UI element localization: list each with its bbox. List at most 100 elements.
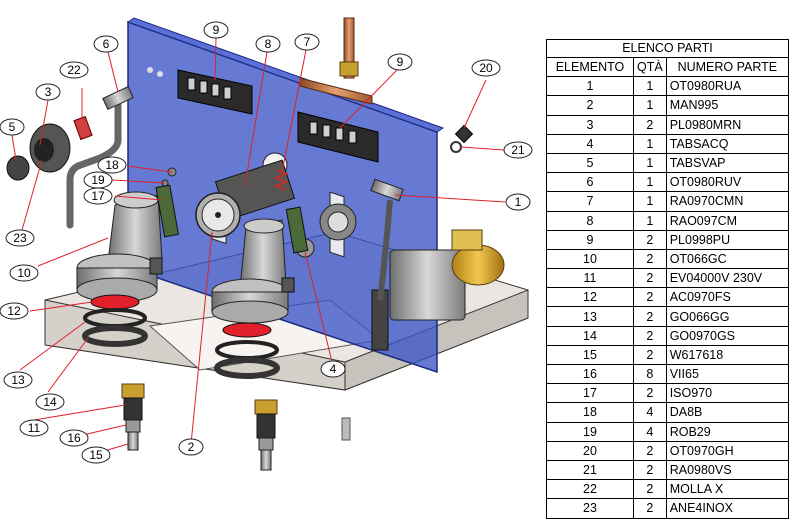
callout-4: 4 <box>320 360 346 378</box>
cell-element: 17 <box>546 383 634 404</box>
cell-part-number: W617618 <box>665 344 790 366</box>
callout-19: 19 <box>83 171 113 189</box>
svg-text:14: 14 <box>43 395 57 409</box>
cell-part-number: RA0980VS <box>665 459 790 481</box>
svg-text:16: 16 <box>67 431 81 445</box>
cell-element: 19 <box>546 421 634 442</box>
callout-9b: 9 <box>387 53 413 71</box>
spring-small <box>73 115 93 141</box>
cell-qty: 2 <box>633 479 667 500</box>
cell-part-number: PL0980MRN <box>665 114 790 135</box>
cell-element: 1 <box>546 76 634 97</box>
cell-element: 10 <box>546 248 634 270</box>
svg-text:6: 6 <box>103 37 110 51</box>
cell-qty: 2 <box>633 114 667 135</box>
cell-element: 12 <box>546 287 634 308</box>
cell-part-number: VII65 <box>665 363 790 385</box>
svg-text:1: 1 <box>515 195 522 209</box>
cell-part-number: MOLLA X <box>665 479 790 500</box>
cell-part-number: PL0998PU <box>665 229 790 250</box>
header-element: ELEMENTO <box>546 56 634 78</box>
svg-text:4: 4 <box>330 362 337 376</box>
cell-element: 9 <box>546 229 634 250</box>
svg-text:8: 8 <box>265 37 272 51</box>
callout-3: 3 <box>35 83 61 101</box>
gaskets-left <box>82 294 148 347</box>
copper-pipes <box>299 17 373 105</box>
cell-part-number: AC0970FS <box>665 287 790 308</box>
gaskets-right <box>214 322 280 379</box>
callout-13: 13 <box>3 371 33 389</box>
cell-element: 7 <box>546 191 634 212</box>
brew-group-left <box>76 191 163 303</box>
cell-qty: 2 <box>633 440 667 461</box>
callout-18: 18 <box>97 156 127 174</box>
parts-list-title: ELENCO PARTI <box>546 39 789 57</box>
callout-1: 1 <box>505 193 531 211</box>
cell-part-number: TABSVAP <box>665 152 790 174</box>
svg-text:10: 10 <box>17 266 31 280</box>
cell-part-number: ROB29 <box>665 421 790 442</box>
svg-text:23: 23 <box>13 231 27 245</box>
svg-text:18: 18 <box>105 158 119 172</box>
header-qty: QTÀ <box>633 56 667 78</box>
cell-element: 15 <box>546 344 634 366</box>
callout-17: 17 <box>83 187 113 205</box>
cell-part-number: RAO097CM <box>665 210 790 231</box>
cell-qty: 2 <box>633 459 667 481</box>
solenoid-valve-right <box>254 399 278 471</box>
cell-qty: 1 <box>633 152 667 174</box>
svg-text:9: 9 <box>213 23 220 37</box>
cell-qty: 2 <box>633 383 667 404</box>
callout-6: 6 <box>93 35 119 53</box>
cell-part-number: TABSACQ <box>665 133 790 154</box>
svg-text:2: 2 <box>188 440 195 454</box>
pressure-gauge <box>195 159 296 238</box>
cell-qty: 8 <box>633 363 667 385</box>
cell-element: 3 <box>546 114 634 135</box>
parts-list-header-row: ELEMENTO QTÀ NUMERO PARTE <box>546 56 790 78</box>
svg-text:9: 9 <box>397 55 404 69</box>
cell-part-number: GO066GG <box>665 306 790 327</box>
parts-list-table: ELENCO PARTI ELEMENTO QTÀ NUMERO PARTE 1… <box>546 39 790 519</box>
cell-element: 4 <box>546 133 634 154</box>
solenoid-valve-left <box>121 383 145 451</box>
cell-part-number: OT0980RUV <box>665 172 790 193</box>
cell-element: 8 <box>546 210 634 231</box>
cell-element: 14 <box>546 325 634 346</box>
callout-7: 7 <box>294 33 320 51</box>
cell-qty: 1 <box>633 133 667 154</box>
cell-qty: 2 <box>633 229 667 250</box>
svg-text:19: 19 <box>91 173 105 187</box>
cell-element: 16 <box>546 363 634 385</box>
svg-text:11: 11 <box>28 421 41 435</box>
cell-element: 23 <box>546 498 634 519</box>
steam-wand-left <box>66 85 134 229</box>
cell-qty: 1 <box>633 210 667 231</box>
cell-element: 11 <box>546 268 634 289</box>
svg-text:12: 12 <box>7 304 21 318</box>
callout-11: 11 <box>19 419 49 437</box>
cell-part-number: RA0970CMN <box>665 191 790 212</box>
callout-22: 22 <box>59 61 89 79</box>
cell-element: 2 <box>546 95 634 116</box>
callout-16: 16 <box>59 429 89 447</box>
svg-text:3: 3 <box>45 85 52 99</box>
svg-text:7: 7 <box>304 35 311 49</box>
cell-part-number: EV04000V 230V <box>665 268 790 289</box>
